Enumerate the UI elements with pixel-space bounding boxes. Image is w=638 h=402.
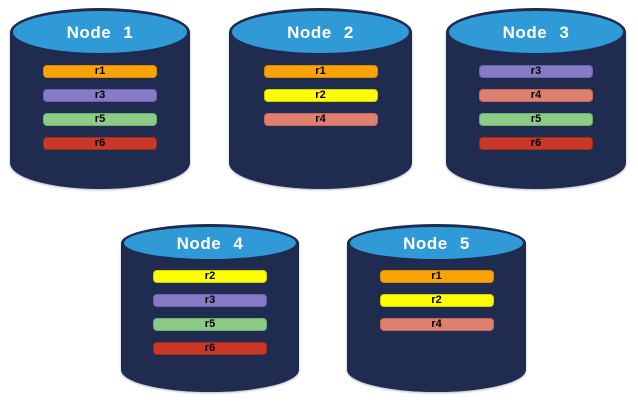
- replica-label: r3: [94, 89, 106, 101]
- replica-label: r2: [204, 270, 216, 282]
- replica-label: r6: [530, 137, 542, 149]
- node-title: Node 1: [66, 23, 134, 42]
- cylinder-body: [10, 31, 190, 189]
- replica-list: r1 r3 r5 r6: [10, 65, 190, 150]
- node-title: Node 4: [176, 234, 244, 253]
- replica-label: r6: [94, 137, 106, 149]
- replica-bar-r4: r4: [479, 89, 593, 102]
- replica-bar-r5: r5: [153, 318, 267, 331]
- cylinder-body: [347, 242, 526, 392]
- replica-label: r5: [94, 113, 106, 125]
- replica-bar-r1: r1: [263, 65, 378, 78]
- db-node-5: Node 5 r1 r2 r4: [347, 224, 526, 392]
- replica-bar-r5: r5: [479, 113, 593, 126]
- replica-bar-r6: r6: [153, 342, 267, 355]
- replica-bar-r3: r3: [43, 89, 157, 102]
- replica-bar-r3: r3: [479, 65, 593, 78]
- replica-label: r4: [315, 113, 326, 125]
- cylinder-body: [121, 242, 299, 392]
- db-node-3: Node 3 r3 r4 r5 r6: [446, 8, 626, 189]
- node-title: Node 5: [403, 234, 470, 253]
- replica-bar-r2: r2: [153, 270, 267, 283]
- replica-list: r2 r3 r5 r6: [121, 270, 299, 355]
- replica-label: r1: [431, 270, 442, 282]
- cylinder-top: Node 3: [446, 8, 626, 56]
- replica-label: r1: [94, 65, 106, 77]
- replica-bar-r3: r3: [153, 294, 267, 307]
- cylinder-body: [446, 31, 626, 189]
- replica-label: r3: [204, 294, 216, 306]
- replica-bar-r5: r5: [43, 113, 157, 126]
- replica-label: r5: [530, 113, 542, 125]
- replica-label: r4: [431, 318, 442, 330]
- db-node-1: Node 1 r1 r3 r5 r6: [10, 8, 190, 189]
- replica-label: r4: [530, 89, 542, 101]
- replica-bar-r2: r2: [379, 294, 494, 307]
- cylinder-top: Node 5: [347, 224, 526, 262]
- db-node-2: Node 2 r1 r2 r4: [229, 8, 412, 189]
- replica-bar-r6: r6: [479, 137, 593, 150]
- replica-label: r6: [204, 342, 216, 354]
- node-title: Node 3: [502, 23, 570, 42]
- db-node-4: Node 4 r2 r3 r5 r6: [121, 224, 299, 392]
- replica-list: r1 r2 r4: [229, 65, 412, 126]
- replica-label: r2: [315, 89, 326, 101]
- node-title: Node 2: [287, 23, 354, 42]
- replica-bar-r4: r4: [379, 318, 494, 331]
- replica-label: r3: [530, 65, 542, 77]
- cylinder-top: Node 4: [121, 224, 299, 262]
- replica-list: r1 r2 r4: [347, 270, 526, 331]
- replica-bar-r1: r1: [379, 270, 494, 283]
- cylinder-top: Node 2: [229, 8, 412, 56]
- replica-bar-r1: r1: [43, 65, 157, 78]
- replica-list: r3 r4 r5 r6: [446, 65, 626, 150]
- replica-label: r5: [204, 318, 216, 330]
- replica-label: r1: [315, 65, 326, 77]
- cylinder-top: Node 1: [10, 8, 190, 56]
- replica-label: r2: [431, 294, 442, 306]
- replica-bar-r4: r4: [263, 113, 378, 126]
- cylinder-body: [229, 31, 412, 189]
- replica-bar-r6: r6: [43, 137, 157, 150]
- replica-bar-r2: r2: [263, 89, 378, 102]
